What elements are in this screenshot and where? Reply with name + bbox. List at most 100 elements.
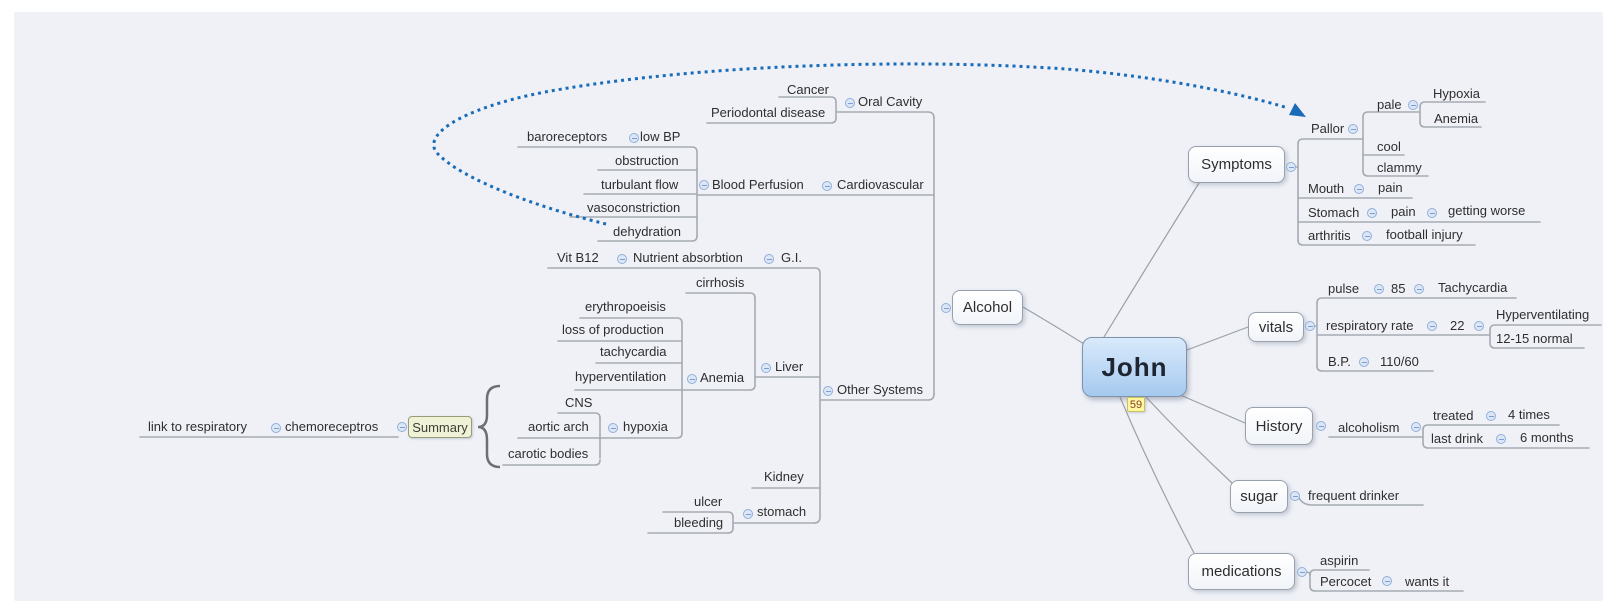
ulcer-label[interactable]: ulcer [694,494,723,509]
cool-label[interactable]: cool [1377,139,1401,154]
topic-history[interactable]: History [1245,407,1313,445]
relationship-arrow[interactable] [432,62,1306,226]
aortic-arch-label[interactable]: aortic arch [528,419,589,434]
stomach-label[interactable]: stomach [757,504,807,519]
collapse-icon-nutrient-absorbtion[interactable] [617,254,627,264]
collapse-icon-percocet[interactable] [1382,576,1392,586]
collapse-icon-low-bp[interactable] [629,133,639,143]
erythropoeisis-label[interactable]: erythropoeisis [585,299,666,314]
low-bp-label[interactable]: low BP [640,129,681,144]
collapse-icon-alcoholism[interactable] [1411,422,1421,432]
aspirin-label[interactable]: aspirin [1320,553,1359,568]
collapse-icon-history[interactable] [1316,421,1326,431]
hyperventilating-label[interactable]: Hyperventilating [1496,307,1590,322]
arthritis-label[interactable]: arthritis [1308,228,1351,243]
periodontal-disease-label[interactable]: Periodontal disease [711,105,826,120]
carotic-bodies-label[interactable]: carotic bodies [508,446,589,461]
clammy-label[interactable]: clammy [1377,160,1422,175]
treated-label[interactable]: treated [1433,408,1474,423]
chemoreceptros-label[interactable]: chemoreceptros [285,419,379,434]
tachycardia-label[interactable]: tachycardia [600,344,667,359]
collapse-icon-anemia[interactable] [687,374,697,384]
summary-brace[interactable] [477,384,501,469]
collapse-icon-arthritis[interactable] [1362,231,1372,241]
collapse-icon-cardiovascular[interactable] [822,181,832,191]
topic-summary[interactable]: Summary [408,416,472,438]
other-systems-label[interactable]: Other Systems [837,382,923,397]
age-badge[interactable]: 59 [1127,397,1145,412]
nutrient-absorbtion-label[interactable]: Nutrient absorbtion [633,250,743,265]
collapse-icon-pulse-value[interactable] [1414,284,1424,294]
collapse-icon-vitals[interactable] [1305,321,1315,331]
bleeding-label[interactable]: bleeding [674,515,724,530]
last-drink-value-label[interactable]: 6 months [1520,430,1574,445]
oral-cavity-label[interactable]: Oral Cavity [858,94,923,109]
alcoholism-label[interactable]: alcoholism [1338,420,1400,435]
bp-value-label[interactable]: 110/60 [1380,354,1419,369]
football-injury-label[interactable]: football injury [1386,227,1463,242]
vit-b12-label[interactable]: Vit B12 [557,250,599,265]
gi-label[interactable]: G.I. [781,250,802,265]
pallor-label[interactable]: Pallor [1311,121,1345,136]
collapse-icon-treated[interactable] [1486,411,1496,421]
collapse-icon-blood-perfusion[interactable] [699,180,709,190]
collapse-icon-gi[interactable] [764,254,774,264]
stomach-right-label[interactable]: Stomach [1308,205,1360,220]
collapse-icon-stomach-pain[interactable] [1427,208,1437,218]
baroreceptors-label[interactable]: baroreceptors [527,129,608,144]
collapse-icon-summary[interactable] [397,422,407,432]
frequent-drinker-label[interactable]: frequent drinker [1308,488,1400,503]
cancer-label[interactable]: Cancer [787,82,829,97]
collapse-icon-bp[interactable] [1359,357,1369,367]
vasoconstriction-label[interactable]: vasoconstriction [587,200,681,215]
collapse-icon-stomach[interactable] [743,509,753,519]
obstruction-label[interactable]: obstruction [615,153,679,168]
collapse-icon-oral-cavity[interactable] [845,98,855,108]
anemia-label[interactable]: Anemia [700,370,745,385]
topic-sugar[interactable]: sugar [1230,480,1288,513]
collapse-icon-respiratory-rate[interactable] [1427,321,1437,331]
kidney-label[interactable]: Kidney [764,469,804,484]
topic-alcohol[interactable]: Alcohol [952,290,1023,325]
topic-symptoms[interactable]: Symptoms [1188,146,1285,183]
collapse-icon-mouth[interactable] [1354,184,1364,194]
mouth-label[interactable]: Mouth [1308,181,1345,196]
collapse-icon-stomach-right[interactable] [1367,208,1377,218]
treated-times-label[interactable]: 4 times [1508,407,1550,422]
collapse-icon-pale[interactable] [1408,100,1418,110]
blood-perfusion-label[interactable]: Blood Perfusion [712,177,804,192]
respiratory-rate-label[interactable]: respiratory rate [1326,318,1414,333]
turbulant-flow-label[interactable]: turbulant flow [601,177,679,192]
cns-label[interactable]: CNS [565,395,593,410]
collapse-icon-symptoms[interactable] [1286,162,1296,172]
central-topic-john[interactable]: John [1082,337,1187,397]
collapse-icon-medications[interactable] [1297,567,1307,577]
last-drink-label[interactable]: last drink [1431,431,1484,446]
hypoxia-label[interactable]: hypoxia [623,419,668,434]
collapse-icon-last-drink[interactable] [1496,434,1506,444]
collapse-icon-liver[interactable] [761,363,771,373]
respiratory-value-label[interactable]: 22 [1450,318,1465,333]
collapse-icon-other-systems[interactable] [823,386,833,396]
hyperventilation-label[interactable]: hyperventilation [575,369,667,384]
normal-range-label[interactable]: 12-15 normal [1496,331,1573,346]
pulse-value-label[interactable]: 85 [1391,281,1406,296]
dehydration-label[interactable]: dehydration [613,224,681,239]
topic-vitals[interactable]: vitals [1248,312,1304,342]
link-to-respiratory-label[interactable]: link to respiratory [148,419,247,434]
liver-label[interactable]: Liver [775,359,804,374]
cirrhosis-label[interactable]: cirrhosis [696,275,745,290]
cardiovascular-label[interactable]: Cardiovascular [837,177,924,192]
collapse-icon-pallor[interactable] [1348,124,1358,134]
percocet-label[interactable]: Percocet [1320,574,1372,589]
collapse-icon-respiratory-value[interactable] [1474,321,1484,331]
collapse-icon-pulse[interactable] [1374,284,1384,294]
mouth-pain-label[interactable]: pain [1378,180,1403,195]
collapse-icon-alcohol[interactable] [941,303,951,313]
stomach-pain-label[interactable]: pain [1391,204,1416,219]
bp-label[interactable]: B.P. [1328,354,1351,369]
pale-label[interactable]: pale [1377,97,1402,112]
tachycardia-right-label[interactable]: Tachycardia [1438,280,1508,295]
anemia-right-label[interactable]: Anemia [1434,111,1479,126]
collapse-icon-hypoxia[interactable] [608,423,618,433]
